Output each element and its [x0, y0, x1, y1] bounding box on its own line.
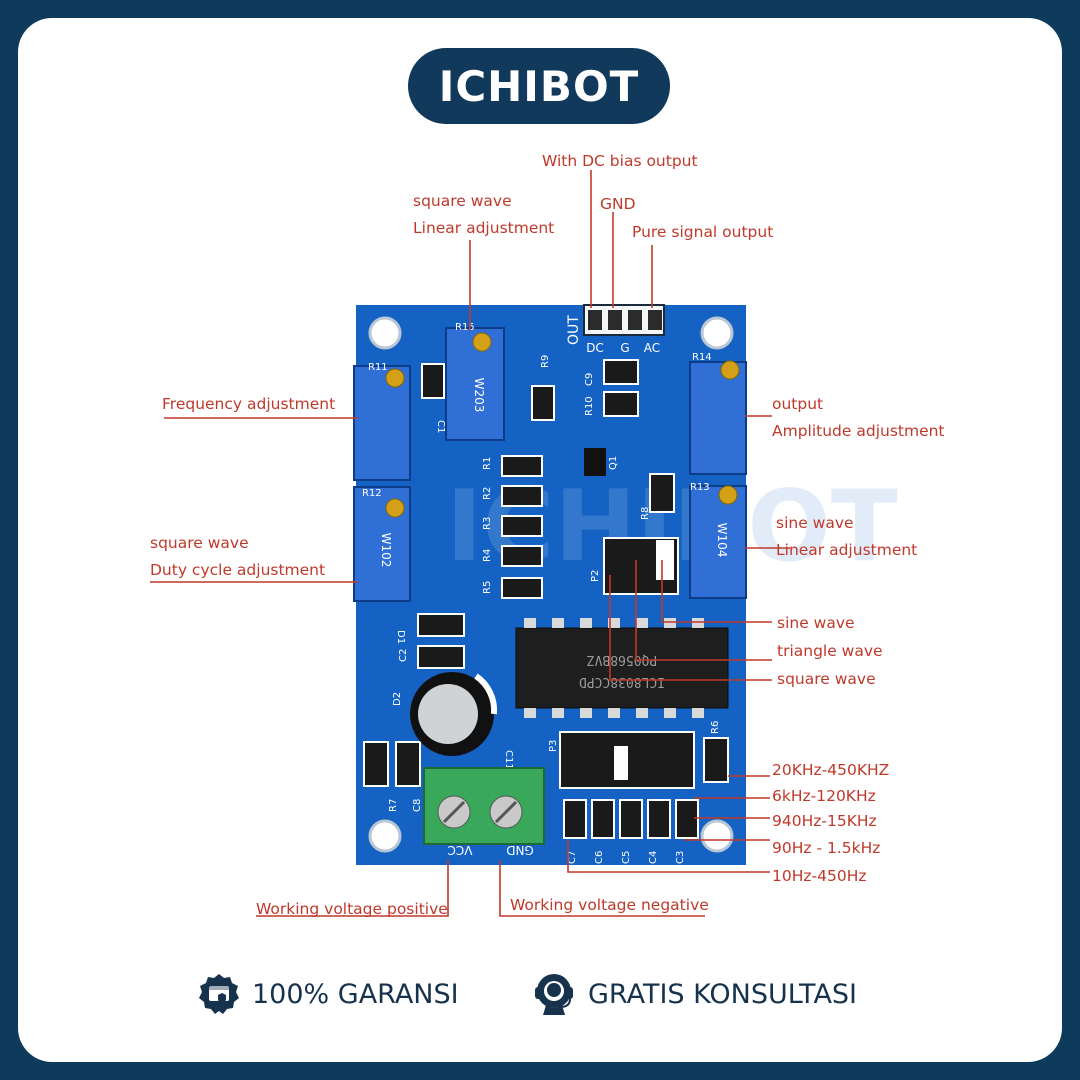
pin-dc: DC	[586, 341, 604, 355]
silk-r9: R9	[540, 355, 551, 368]
ic-line-1: ICL8038CCPD	[579, 674, 665, 689]
terminal-block	[423, 767, 545, 845]
footer-consult: GRATIS KONSULTASI	[530, 972, 857, 1016]
silk-c2: C2	[398, 649, 409, 662]
pot-code-1: W203	[472, 378, 486, 413]
label-square-linear-1: square wave	[413, 192, 512, 210]
silk-r4: R4	[482, 549, 493, 562]
range-capacitors	[563, 799, 699, 839]
silk-c6: C6	[594, 851, 605, 864]
pot-r14	[689, 360, 747, 475]
warranty-text: 100% GARANSI	[252, 978, 459, 1010]
label-range-5: 10Hz-450Hz	[772, 867, 867, 885]
brand-pill: ICHIBOT	[408, 48, 670, 124]
silk-r12: R12	[362, 488, 382, 499]
jumper-p2	[603, 537, 679, 595]
silk-c11: C11	[503, 750, 514, 770]
label-dc-bias: With DC bias output	[542, 152, 698, 170]
silk-p3: P3	[548, 740, 559, 752]
terminal-gnd: GND	[506, 843, 534, 857]
silk-r1: R1	[482, 457, 493, 470]
mount-hole-tr	[700, 316, 734, 350]
silk-c7: C7	[567, 851, 578, 864]
silk-r14: R14	[692, 352, 712, 363]
label-sine-linear-2: Linear adjustment	[776, 541, 918, 559]
silk-q1: Q1	[608, 456, 619, 470]
output-header	[583, 304, 665, 336]
silk-p2: P2	[590, 570, 601, 582]
label-vcc: Working voltage positive	[256, 900, 448, 918]
label-square-out: square wave	[777, 670, 876, 688]
silk-r6: R6	[710, 721, 721, 734]
label-duty-1: square wave	[150, 534, 249, 552]
silk-c1: C1	[435, 420, 446, 433]
label-sine-linear-1: sine wave	[776, 514, 854, 532]
silk-c4: C4	[648, 851, 659, 864]
silk-r3: R3	[482, 517, 493, 530]
label-output-2: Amplitude adjustment	[772, 422, 945, 440]
pot-code-3: W102	[379, 533, 393, 568]
silk-c3: C3	[675, 851, 686, 864]
silk-r11: R11	[368, 362, 388, 373]
transistor-q1	[584, 448, 606, 476]
mount-hole-bl	[368, 819, 402, 853]
label-output-1: output	[772, 395, 824, 413]
resistor-column	[501, 455, 543, 599]
pot-r12	[353, 486, 411, 602]
ic-chip	[515, 618, 729, 718]
label-square-linear-2: Linear adjustment	[413, 219, 555, 237]
pot-r15	[445, 327, 505, 441]
silk-r15: R15	[455, 322, 475, 333]
brand-name: ICHIBOT	[438, 61, 640, 111]
header-label: OUT	[566, 315, 582, 345]
jumper-p3	[559, 731, 695, 789]
silk-c5: C5	[621, 851, 632, 864]
label-gnd: GND	[600, 195, 636, 213]
consult-text: GRATIS KONSULTASI	[588, 978, 858, 1010]
label-range-1: 20KHz-450KHZ	[772, 761, 890, 779]
mount-hole-tl	[368, 316, 402, 350]
pot-r13	[689, 485, 747, 599]
pot-r11	[353, 365, 411, 481]
ic-line-2: PQ0568BVZ	[587, 652, 658, 667]
mount-hole-br	[700, 819, 734, 853]
pin-g: G	[620, 341, 629, 355]
pin-ac: AC	[644, 341, 660, 355]
terminal-vcc: VCC	[448, 843, 473, 857]
silk-r7: R7	[388, 799, 399, 812]
pot-code-2: W104	[715, 523, 729, 558]
silk-r5: R5	[482, 581, 493, 594]
silk-c9: C9	[584, 373, 595, 386]
silk-labels: R15 R9 C9 R10 C1 Q1 R11 R14 R12 R13 R8 R…	[362, 322, 721, 864]
silk-c8: C8	[412, 799, 423, 812]
label-range-3: 940Hz-15KHz	[772, 812, 877, 830]
silk-r13: R13	[690, 482, 710, 493]
silk-d1: D1	[395, 630, 406, 644]
label-frequency: Frequency adjustment	[162, 395, 336, 413]
electrolytic-capacitor	[410, 672, 498, 756]
label-gnd-working: Working voltage negative	[510, 896, 709, 914]
label-triangle-out: triangle wave	[777, 642, 883, 660]
silk-r8: R8	[640, 507, 651, 520]
label-range-2: 6kHz-120KHz	[772, 787, 876, 805]
smd-parts	[363, 359, 729, 787]
silk-d2: D2	[392, 692, 403, 706]
silk-r2: R2	[482, 487, 493, 500]
callout-lines	[150, 170, 790, 917]
warranty-badge-icon	[199, 974, 239, 1014]
label-range-4: 90Hz - 1.5kHz	[772, 839, 881, 857]
silk-r10: R10	[584, 396, 595, 416]
label-pure-signal: Pure signal output	[632, 223, 774, 241]
footer-warranty: 100% GARANSI	[196, 972, 459, 1016]
label-duty-2: Duty cycle adjustment	[150, 561, 326, 579]
label-sine-out: sine wave	[777, 614, 855, 632]
headset-icon	[535, 974, 573, 1015]
